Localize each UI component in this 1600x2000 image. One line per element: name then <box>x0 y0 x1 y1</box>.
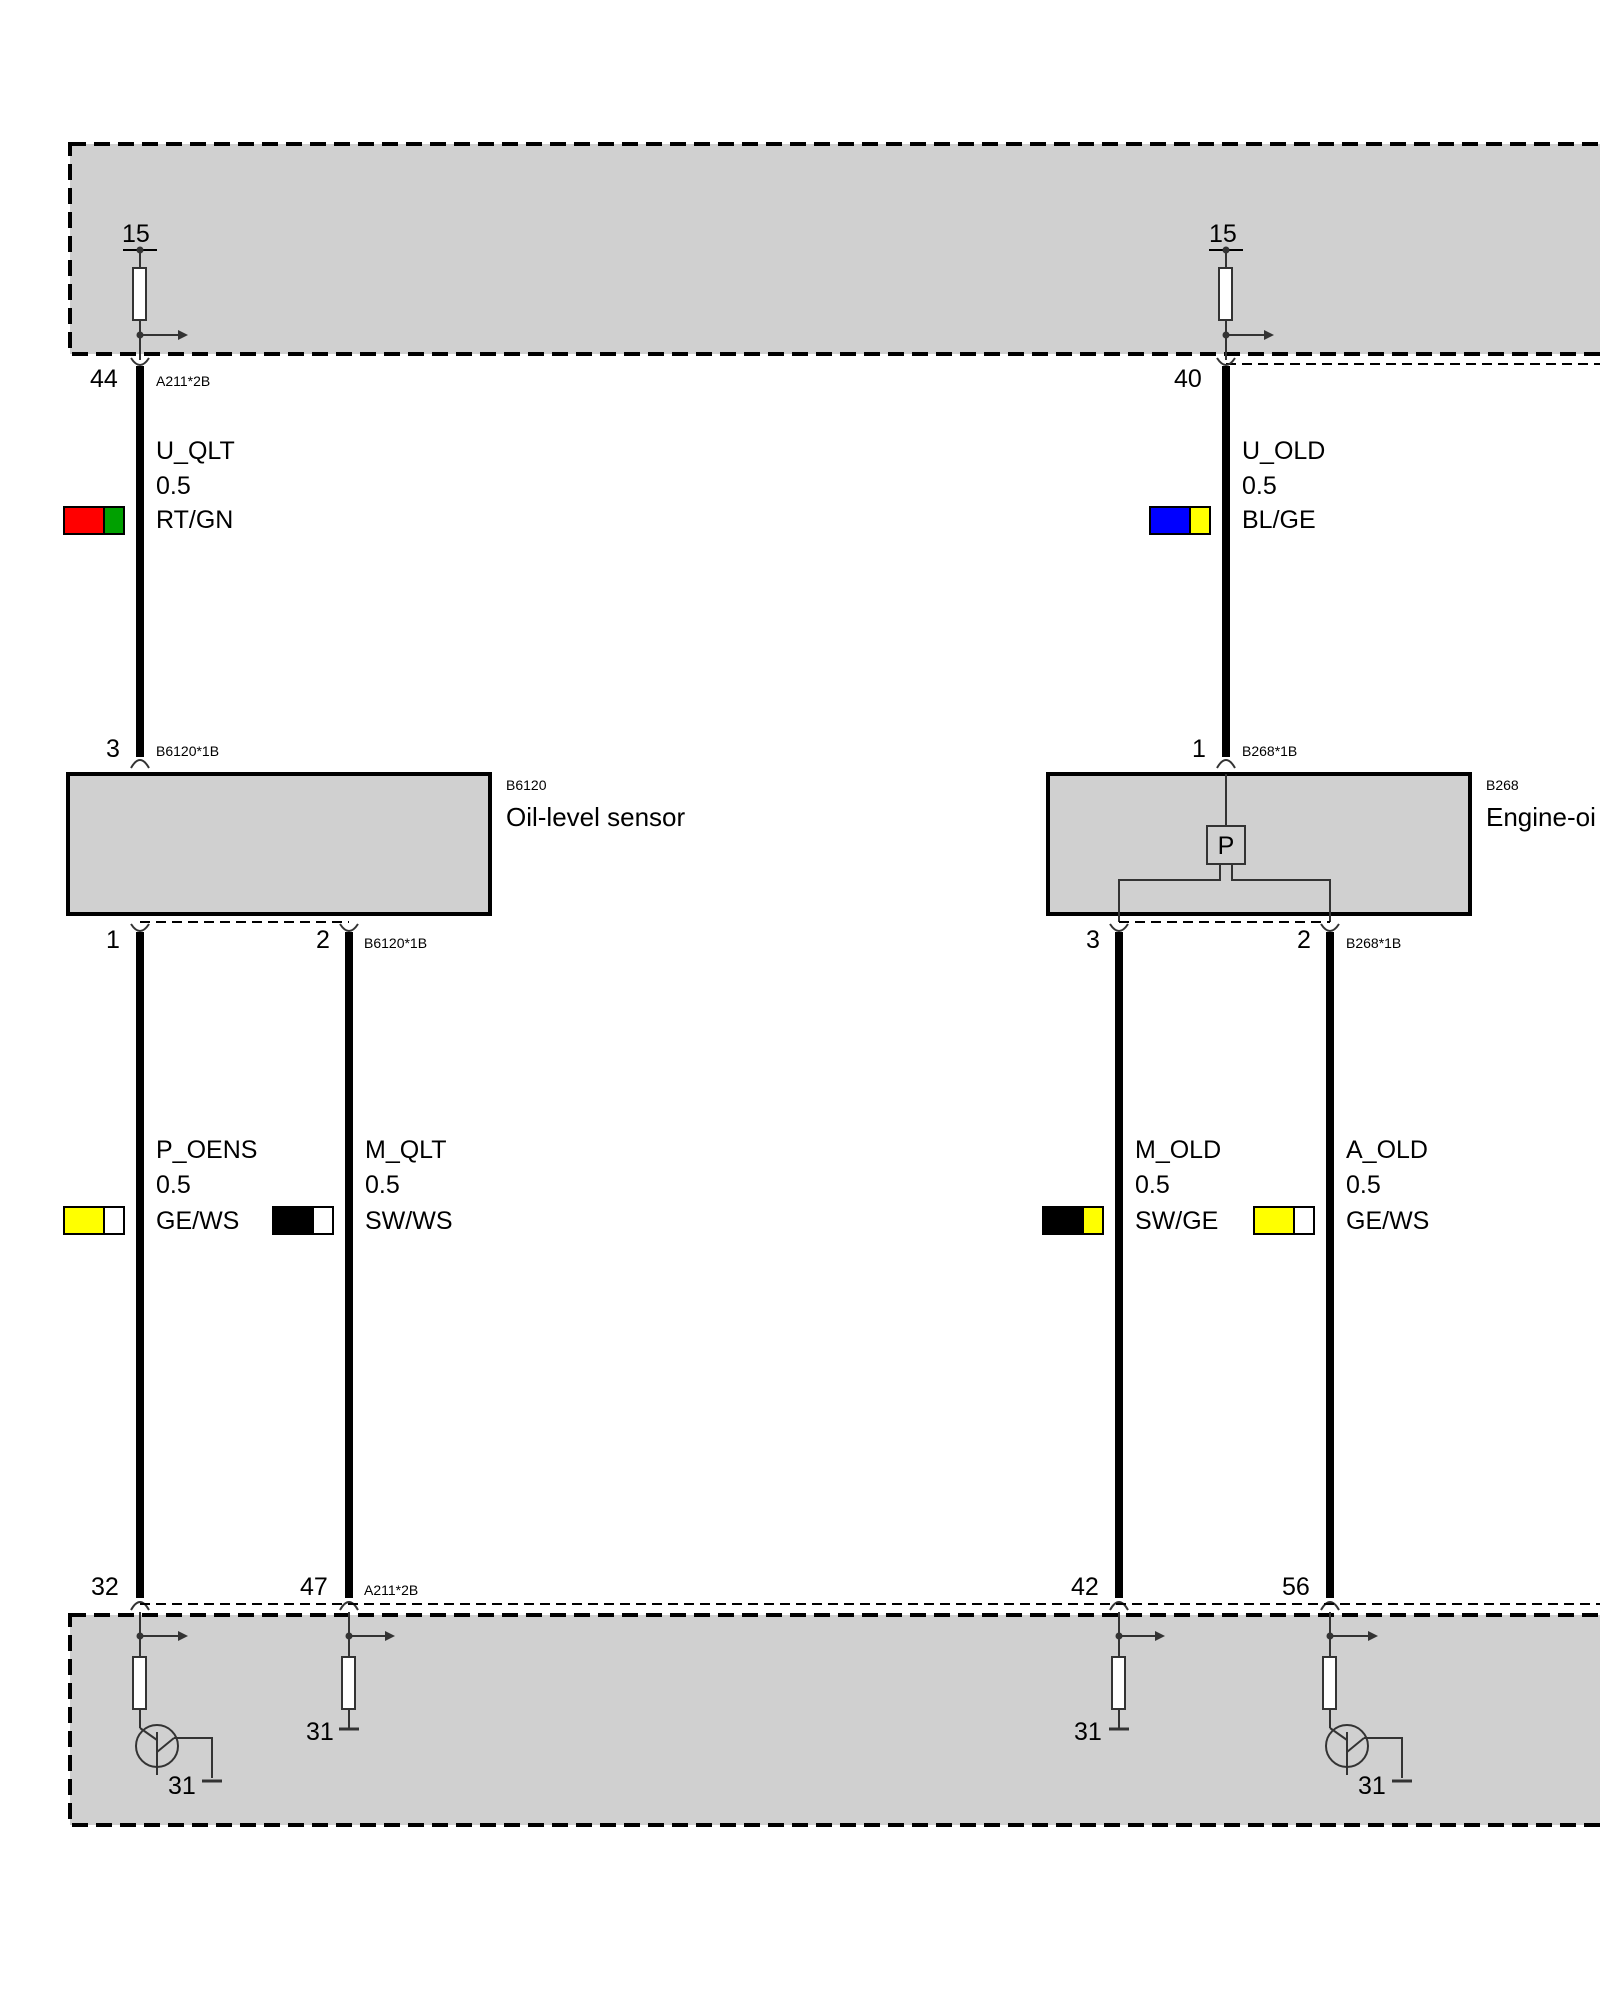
wire-u-qlt-size: 0.5 <box>156 472 191 500</box>
output-branch-m-old: 31 <box>1074 1612 1165 1746</box>
ground-left-transistor-label: 31 <box>168 1772 196 1800</box>
pin-1-top-label: 1 <box>1192 735 1206 763</box>
top-module-boundary <box>68 142 1600 356</box>
pin-32-label: 32 <box>91 1573 119 1601</box>
wire-m-old-color: SW/GE <box>1135 1207 1218 1235</box>
component-b6120-name: Oil-level sensor <box>506 802 686 832</box>
connector-b6120-bottom-label: B6120*1B <box>364 935 427 951</box>
pin-1-b6120-label: 1 <box>106 926 120 954</box>
wire-p-oens-size: 0.5 <box>156 1171 191 1199</box>
pin-44-label: 44 <box>90 365 118 393</box>
resistor-bottom-right-icon <box>1322 1656 1337 1710</box>
pin-47-label: 47 <box>300 1573 328 1601</box>
transistor-right-icon <box>1325 1724 1403 1778</box>
oil-level-sensor-box <box>66 772 492 916</box>
ground-left-resistor-label: 31 <box>306 1718 334 1746</box>
connector-a211-bottom-label: A211*2B <box>364 1582 418 1598</box>
resistor-m-qlt-icon <box>341 1656 356 1710</box>
connector-b268-top-label: B268*1B <box>1242 743 1297 759</box>
component-b6120: B6120 Oil-level sensor <box>66 772 686 923</box>
component-b268: B268 Engine-oi P <box>1046 772 1596 923</box>
color-swatch-sw-ge-icon <box>1042 1206 1104 1235</box>
output-branch-p-oens: 31 <box>132 1612 222 1800</box>
wire-a-old-color: GE/WS <box>1346 1207 1429 1235</box>
color-swatch-sw-ws-icon <box>272 1206 334 1235</box>
bottom-module-boundary <box>68 1613 1600 1827</box>
wire-u-old-size: 0.5 <box>1242 472 1277 500</box>
wire-m-qlt: 2 47 M_QLT 0.5 SW/WS <box>272 923 453 1611</box>
wire-m-qlt-color: SW/WS <box>365 1207 453 1235</box>
wire-p-oens-signal: P_OENS <box>156 1136 257 1164</box>
connector-b6120-top-label: B6120*1B <box>156 743 219 759</box>
wire-m-qlt-signal: M_QLT <box>365 1136 447 1164</box>
component-b6120-id: B6120 <box>506 777 547 793</box>
color-swatch-ge-ws-left-icon <box>63 1206 125 1235</box>
supply-terminal-right-label: 15 <box>1209 220 1237 248</box>
bottom-control-module: 31 31 31 <box>68 1603 1600 1827</box>
wire-u-qlt: 44 3 U_QLT 0.5 RT/GN <box>63 357 235 769</box>
component-b268-name: Engine-oi <box>1486 802 1596 832</box>
wire-m-old-size: 0.5 <box>1135 1171 1170 1199</box>
wire-u-old: 40 1 U_OLD 0.5 BL/GE <box>1149 357 1325 769</box>
wire-a-old-size: 0.5 <box>1346 1171 1381 1199</box>
output-branch-m-qlt: 31 <box>306 1612 395 1746</box>
transistor-left-icon <box>135 1724 213 1778</box>
wire-a-old-signal: A_OLD <box>1346 1136 1428 1164</box>
output-branch-a-old: 31 <box>1322 1612 1412 1800</box>
supply-branch-left: 15 <box>122 220 188 360</box>
pin-42-label: 42 <box>1071 1573 1099 1601</box>
resistor-top-right-icon <box>1218 267 1233 321</box>
ground-right-transistor-label: 31 <box>1358 1772 1386 1800</box>
supply-terminal-left-label: 15 <box>122 220 150 248</box>
pin-3-label: 3 <box>106 735 120 763</box>
wire-u-old-color: BL/GE <box>1242 506 1316 534</box>
color-swatch-bl-ge-icon <box>1149 506 1211 535</box>
connector-a211-top-label: A211*2B <box>156 373 210 389</box>
wire-p-oens: 1 32 P_OENS 0.5 GE/WS <box>63 923 257 1611</box>
resistor-bottom-left-icon <box>132 1656 147 1710</box>
wire-m-old: 3 42 M_OLD 0.5 SW/GE <box>1042 923 1221 1611</box>
color-swatch-ge-ws-right-icon <box>1253 1206 1315 1235</box>
wire-m-old-signal: M_OLD <box>1135 1136 1221 1164</box>
pin-56-label: 56 <box>1282 1573 1310 1601</box>
pressure-sensor-symbol: P <box>1218 832 1235 860</box>
top-control-module: 15 15 <box>68 142 1600 365</box>
resistor-top-left-icon <box>132 267 147 321</box>
pressure-sensor-icon <box>1206 825 1246 865</box>
wire-u-qlt-color: RT/GN <box>156 506 233 534</box>
wire-u-qlt-signal: U_QLT <box>156 437 235 465</box>
pin-3-b268-label: 3 <box>1086 926 1100 954</box>
pin-2-b268-label: 2 <box>1297 926 1311 954</box>
connector-b268-bottom-label: B268*1B <box>1346 935 1401 951</box>
engine-oil-sensor-box <box>1046 772 1472 916</box>
wire-a-old: 2 56 A_OLD 0.5 GE/WS <box>1253 923 1429 1611</box>
supply-branch-right: 15 <box>1209 220 1274 360</box>
component-b268-id: B268 <box>1486 777 1519 793</box>
wire-m-qlt-size: 0.5 <box>365 1171 400 1199</box>
ground-right-resistor-label: 31 <box>1074 1718 1102 1746</box>
color-swatch-rt-gn-icon <box>63 506 125 535</box>
wire-u-old-signal: U_OLD <box>1242 437 1325 465</box>
wire-p-oens-color: GE/WS <box>156 1207 239 1235</box>
resistor-m-old-icon <box>1111 1656 1126 1710</box>
pin-40-label: 40 <box>1174 365 1202 393</box>
pin-2-b6120-label: 2 <box>316 926 330 954</box>
